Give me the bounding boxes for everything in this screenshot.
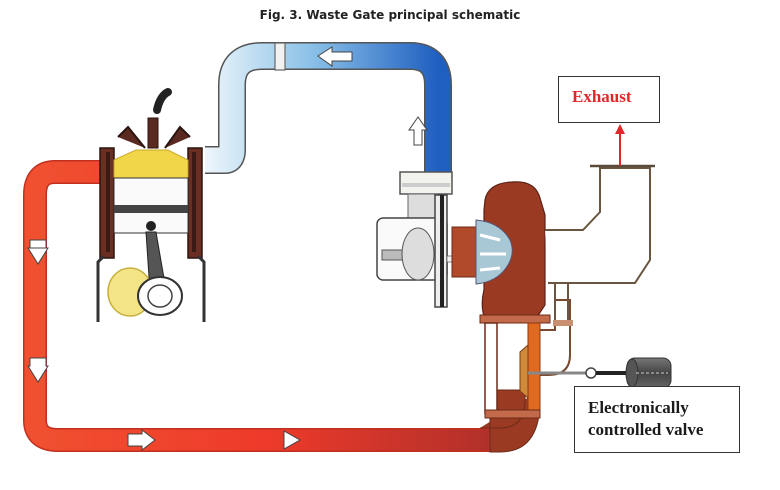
flow-arrow-down-icon — [27, 239, 49, 265]
valve-label-line1: Electronically — [588, 398, 689, 417]
turbine — [451, 181, 551, 324]
valve-label: Electronically controlled valve — [574, 386, 740, 453]
waste-gate-flap — [519, 343, 529, 400]
exhaust-label: Exhaust — [558, 76, 660, 123]
pipe-flange — [274, 42, 286, 71]
intake-pipe — [205, 42, 452, 174]
flow-arrow-right-icon — [127, 428, 156, 452]
flow-arrow-left-icon — [317, 46, 353, 67]
engine-cylinder — [96, 88, 206, 322]
arrow-up-icon — [615, 124, 625, 134]
compressor — [376, 171, 523, 308]
valve-actuator — [585, 357, 672, 389]
flow-arrow-down-icon — [27, 357, 49, 383]
flow-arrow-up-icon — [408, 116, 428, 146]
waste-gate — [484, 299, 600, 419]
figure-title: Fig. 3. Waste Gate principal schematic — [259, 8, 521, 22]
flow-arrow-right-icon — [283, 430, 302, 450]
valve-label-line2: controlled valve — [588, 420, 704, 439]
exhaust-outlet — [545, 124, 655, 320]
